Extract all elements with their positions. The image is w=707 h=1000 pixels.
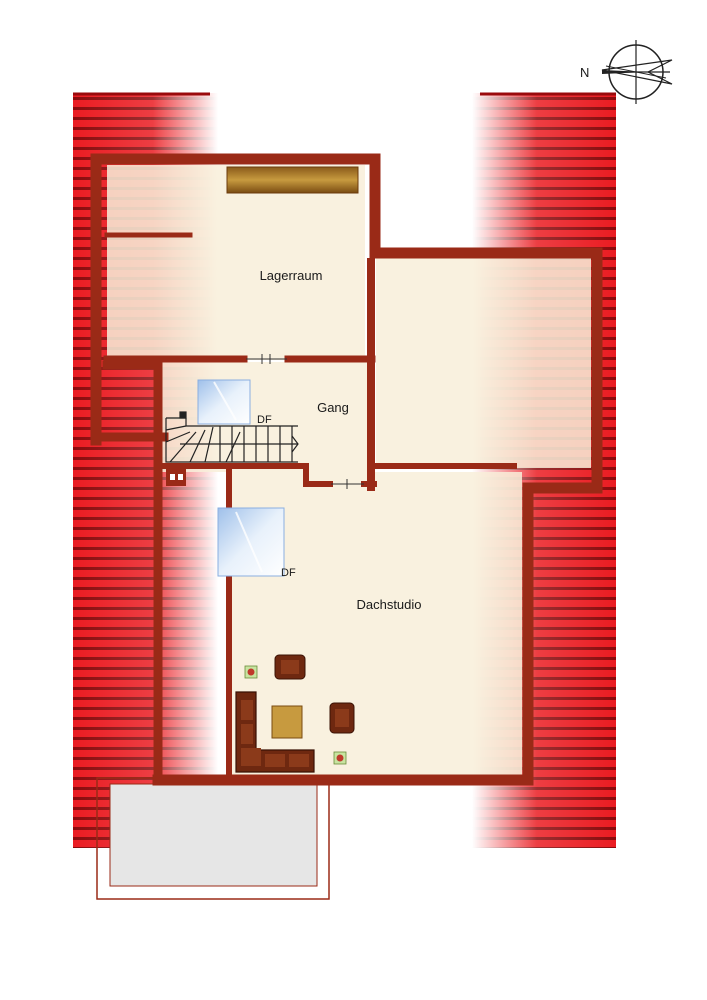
chimney (166, 469, 186, 486)
compass-north-label: N (580, 65, 589, 80)
skylight-label-hall: DF (257, 414, 272, 426)
skylight-label-studio: DF (281, 567, 296, 579)
skylight-studio (217, 507, 285, 577)
balcony (96, 777, 330, 900)
room-label-hall: Gang (317, 400, 349, 415)
skylight-hall (197, 379, 251, 425)
storage-beam (226, 166, 359, 194)
doors (246, 354, 364, 489)
compass-icon (601, 40, 673, 104)
room-label-storage: Lagerraum (260, 268, 323, 283)
furniture (235, 654, 355, 773)
room-label-studio: Dachstudio (356, 597, 421, 612)
walls (90, 153, 603, 786)
staircase (165, 411, 299, 463)
